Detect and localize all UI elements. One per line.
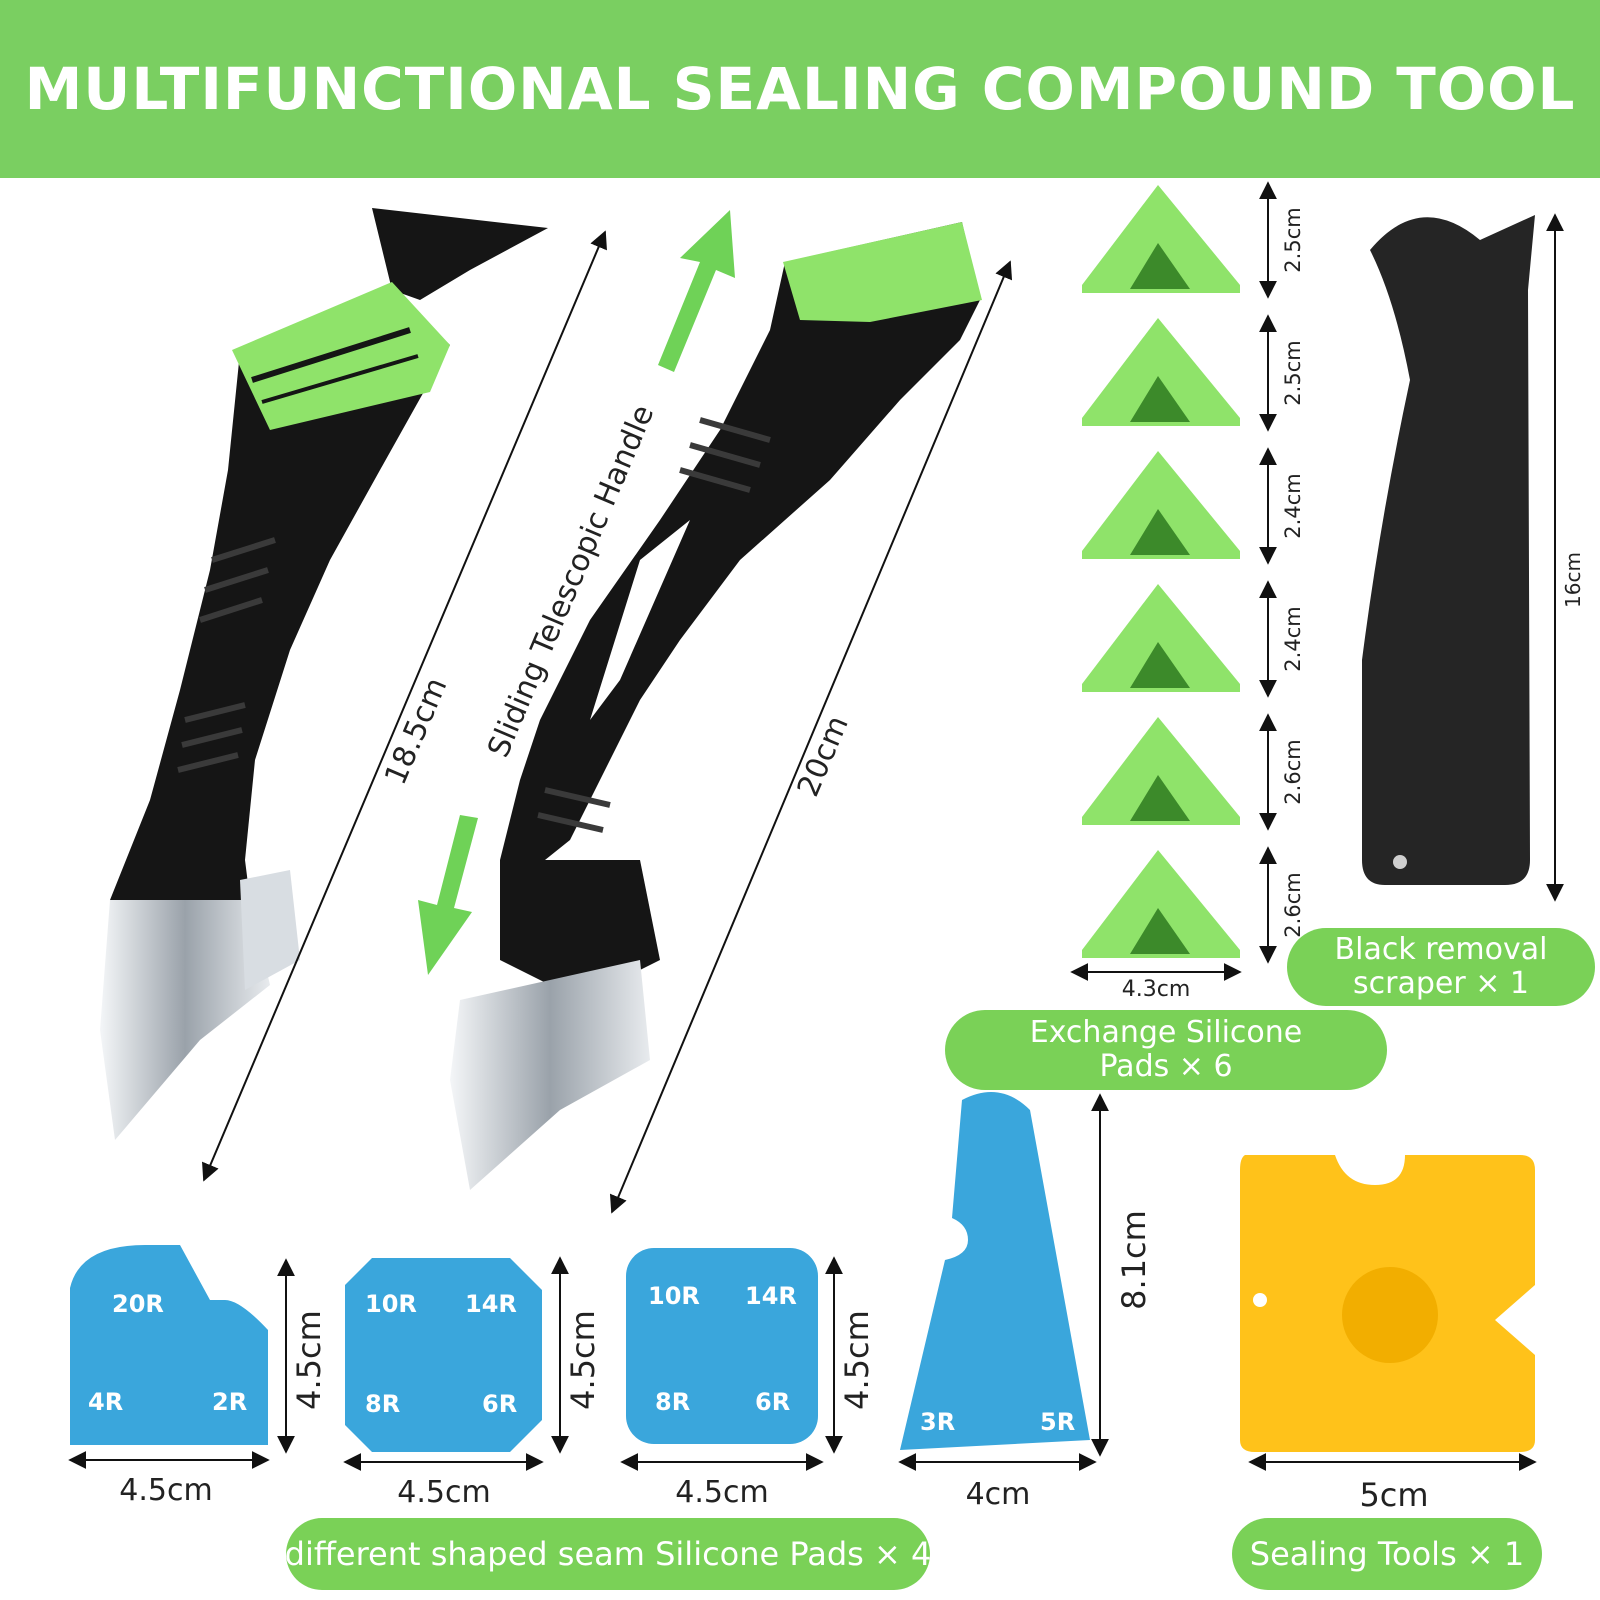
seam-pad-1-width: 4.5cm [119, 1473, 212, 1508]
seam-pad-2-label-a: 10R [365, 1290, 417, 1318]
seam-pad-3-label-d: 6R [755, 1388, 790, 1416]
exchange-pad-notch [1130, 509, 1190, 555]
right-tool-steel-blade [450, 960, 650, 1190]
triangle-pad-height: 8.1cm [1115, 1210, 1153, 1310]
seam-pads-label: different shaped seam Silicone Pads × 4 [284, 1534, 932, 1573]
exchange-pad-shape [1082, 318, 1240, 426]
seam-pad-3-height: 4.5cm [838, 1310, 876, 1410]
slide-up-arrow-icon [658, 210, 735, 372]
right-tool-length: 20cm [791, 711, 856, 802]
seam-pad-1-label-a: 20R [112, 1290, 164, 1318]
exchange-pad-6 [1082, 850, 1240, 958]
scraper-label: Black removal scraper × 1 [1334, 931, 1548, 1001]
scraper-label-pill: Black removal scraper × 1 [1287, 928, 1595, 1006]
exchange-pad-shape [1082, 717, 1240, 825]
seam-pads-label-pill: different shaped seam Silicone Pads × 4 [284, 1518, 932, 1590]
sealing-tool-label-pill: Sealing Tools × 1 [1232, 1518, 1542, 1590]
triangle-pad-width: 4cm [966, 1477, 1031, 1512]
slide-down-arrow-icon [418, 815, 478, 975]
triangle-pad-label-b: 5R [1040, 1408, 1075, 1436]
seam-pad-2-label-d: 6R [482, 1390, 517, 1418]
exchange-pad-shape [1082, 850, 1240, 958]
triangle-pad-label-a: 3R [920, 1408, 955, 1436]
exchange-pad-height: 2.6cm [1281, 872, 1305, 937]
seam-pad-1-height: 4.5cm [290, 1310, 328, 1410]
yellow-sealing-tool [1240, 1155, 1535, 1452]
exchange-pad-5 [1082, 717, 1240, 825]
exchange-pad-1 [1082, 185, 1240, 293]
left-tool-length-arrow [202, 230, 607, 1182]
triangle-pad: 3R 5R [900, 1092, 1090, 1450]
seam-pad-3: 10R 14R 8R 6R [626, 1248, 818, 1444]
scraper-height: 16cm [1561, 552, 1585, 608]
sealing-tool-label: Sealing Tools × 1 [1249, 1534, 1525, 1573]
exchange-pad-notch [1130, 908, 1190, 954]
seam-pad-3-label-b: 14R [745, 1282, 797, 1310]
exchange-pad-3 [1082, 451, 1240, 559]
seam-pad-2-width: 4.5cm [397, 1475, 490, 1510]
seam-pad-2-label-b: 14R [465, 1290, 517, 1318]
exchange-pad-height: 2.4cm [1281, 473, 1305, 538]
exchange-pad-shape [1082, 584, 1240, 692]
exchange-pad-height: 2.5cm [1281, 340, 1305, 405]
exchange-pad-height: 2.4cm [1281, 606, 1305, 671]
seam-pad-2-label-c: 8R [365, 1390, 400, 1418]
seam-pad-3-label-a: 10R [648, 1282, 700, 1310]
exchange-pads-label-pill: Exchange Silicone Pads × 6 [945, 1010, 1387, 1090]
exchange-pad-notch [1130, 243, 1190, 289]
exchange-pad-notch [1130, 775, 1190, 821]
exchange-pads-group: 2.5cm 2.5cm 2.4cm 2.4cm 2.6cm 2.6cm 4.3cm [1070, 181, 1305, 1002]
seam-pad-3-width: 4.5cm [675, 1475, 768, 1510]
seam-pad-1-label-c: 2R [212, 1388, 247, 1416]
left-tool-rear-blade [372, 208, 548, 300]
seam-pad-1-label-b: 4R [88, 1388, 123, 1416]
right-tool-length-arrow [609, 260, 1013, 1214]
seam-pad-1: 20R 4R 2R [70, 1245, 268, 1445]
exchange-pad-shape [1082, 451, 1240, 559]
exchange-pad-2 [1082, 318, 1240, 426]
seam-pad-3-label-c: 8R [655, 1388, 690, 1416]
exchange-pads-label: Exchange Silicone Pads × 6 [1029, 1014, 1303, 1084]
seam-pad-2: 10R 14R 8R 6R [345, 1258, 542, 1452]
title-banner: MULTIFUNCTIONAL SEALING COMPOUND TOOL [0, 0, 1600, 178]
exchange-pad-notch [1130, 642, 1190, 688]
page-title: MULTIFUNCTIONAL SEALING COMPOUND TOOL [24, 55, 1576, 123]
seam-pad-2-height: 4.5cm [564, 1310, 602, 1410]
black-scraper [1362, 215, 1535, 885]
exchange-pad-height: 2.5cm [1281, 207, 1305, 272]
exchange-pad-notch [1130, 376, 1190, 422]
exchange-pad-width: 4.3cm [1122, 977, 1191, 1002]
exchange-pad-height: 2.6cm [1281, 739, 1305, 804]
exchange-pad-4 [1082, 584, 1240, 692]
exchange-pad-shape [1082, 185, 1240, 293]
sealing-tool-width: 5cm [1359, 1476, 1428, 1514]
left-tool-length: 18.5cm [378, 673, 454, 790]
